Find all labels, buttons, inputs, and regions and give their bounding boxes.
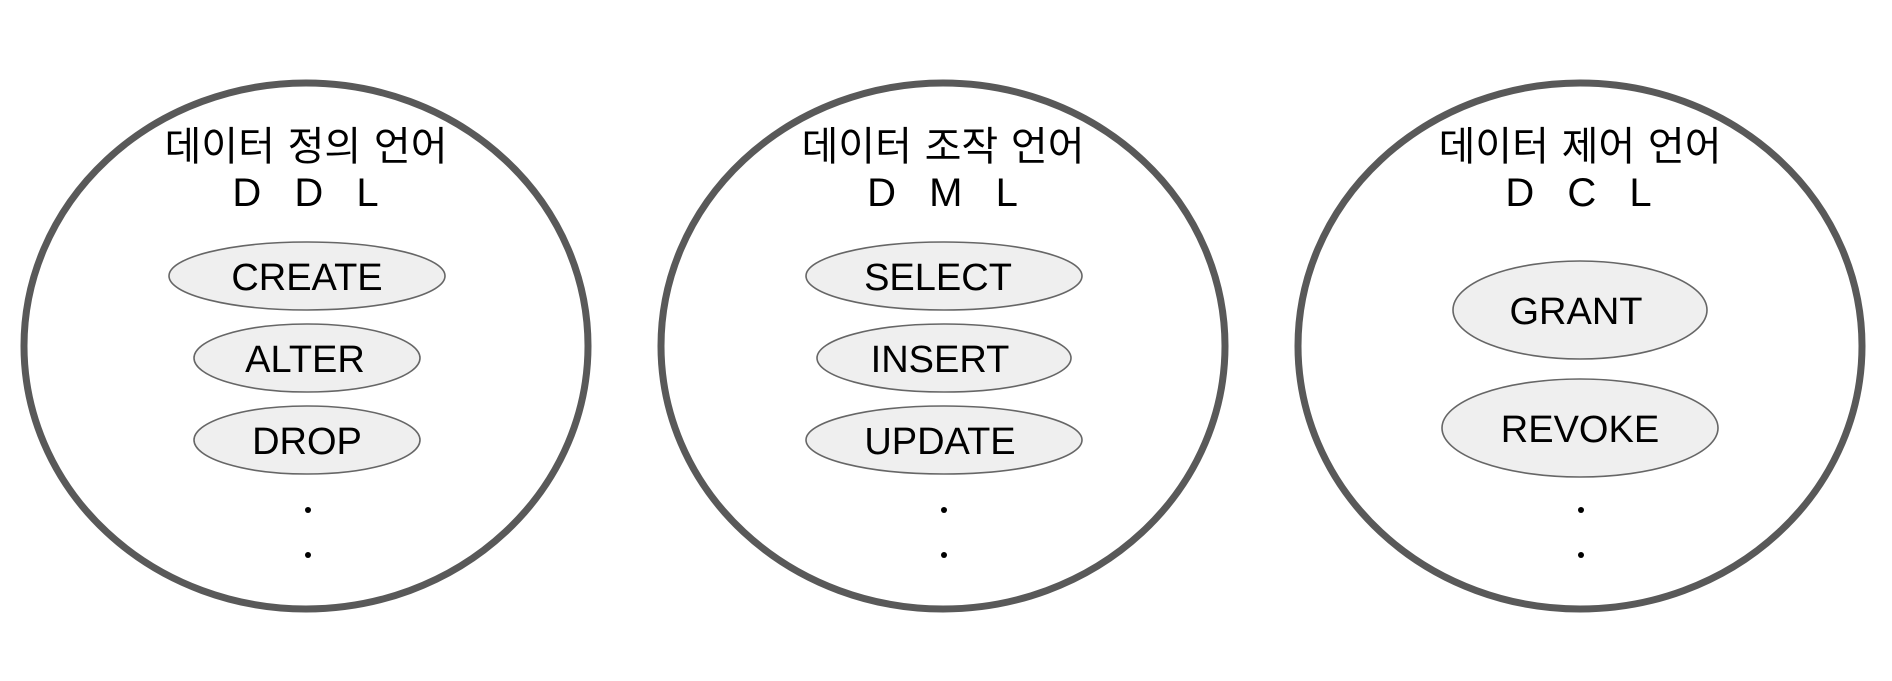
command-alter: ALTER [193,323,421,393]
command-revoke-label: REVOKE [1501,409,1659,451]
group-dml-abbr: D M L [867,171,1029,215]
group-ddl-ellipsis [305,507,311,558]
command-grant: GRANT [1452,260,1708,360]
group-dcl: 데이터 제어 언어 D C L GRANT REVOKE [1294,79,1866,613]
group-ddl-abbr: D D L [232,171,389,215]
group-dcl-title: 데이터 제어 언어 [1438,124,1721,170]
command-select-label: SELECT [864,257,1012,299]
group-dcl-ellipsis [1578,507,1584,558]
command-create: CREATE [168,241,446,311]
command-insert: INSERT [816,323,1072,393]
command-grant-label: GRANT [1510,291,1643,333]
command-revoke: REVOKE [1441,378,1719,478]
group-ddl-title: 데이터 정의 언어 [164,124,447,170]
group-ddl: 데이터 정의 언어 D D L CREATE ALTER DROP [20,79,592,613]
command-drop: DROP [193,405,421,475]
group-dml-ellipsis [941,507,947,558]
command-update: UPDATE [805,405,1083,475]
group-dcl-abbr: D C L [1505,171,1662,215]
command-insert-label: INSERT [871,339,1010,381]
command-alter-label: ALTER [245,339,365,381]
command-select: SELECT [805,241,1083,311]
command-drop-label: DROP [252,421,362,463]
group-dml-title: 데이터 조작 언어 [801,124,1084,170]
group-dml: 데이터 조작 언어 D M L SELECT INSERT UPDATE [657,79,1229,613]
command-create-label: CREATE [231,257,382,299]
command-update-label: UPDATE [864,421,1015,463]
